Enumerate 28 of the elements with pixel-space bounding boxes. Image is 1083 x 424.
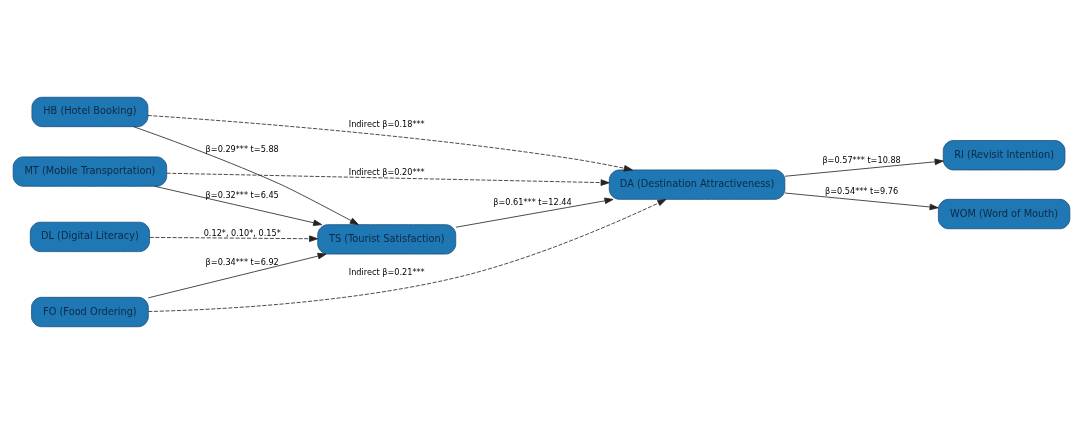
node-box: WOM (Word of Mouth) [937, 198, 1071, 230]
edge-label: Indirect β=0.20*** [348, 166, 425, 177]
edge-label: Indirect β=0.18*** [348, 119, 425, 130]
edge-label: β=0.61*** t=12.44 [493, 197, 572, 208]
node-box: DA (Destination Attractiveness) [608, 169, 786, 200]
arrow [784, 192, 939, 211]
edge-label: β=0.54*** t=9.76 [824, 186, 899, 197]
arrow [133, 126, 359, 225]
node-box: RI (Revisit Intention) [942, 140, 1066, 171]
edge-label: β=0.29*** t=5.88 [205, 143, 279, 154]
arrow [455, 197, 614, 228]
arrow [784, 158, 944, 177]
arrow [154, 185, 323, 226]
node-box: HB (Hotel Booking) [31, 96, 149, 128]
node-box: MT (Mobile Transportation) [12, 156, 168, 187]
edge-label: 0.12*, 0.10*, 0.15* [203, 228, 281, 239]
node-box: FO (Food Ordering) [31, 296, 149, 328]
edge-label: β=0.57*** t=10.88 [822, 155, 901, 166]
edge-label: Indirect β=0.21*** [348, 267, 425, 278]
arrow [148, 199, 667, 312]
arrow [149, 235, 319, 242]
node-box: DL (Digital Literacy) [29, 221, 150, 252]
edge-label: β=0.32*** t=6.45 [205, 189, 279, 200]
arrow [166, 172, 610, 186]
arrow [147, 252, 327, 299]
node-box: TS (Tourist Satisfaction) [317, 224, 457, 255]
edge-label: β=0.34*** t=6.92 [205, 256, 279, 267]
arrow [147, 115, 633, 172]
